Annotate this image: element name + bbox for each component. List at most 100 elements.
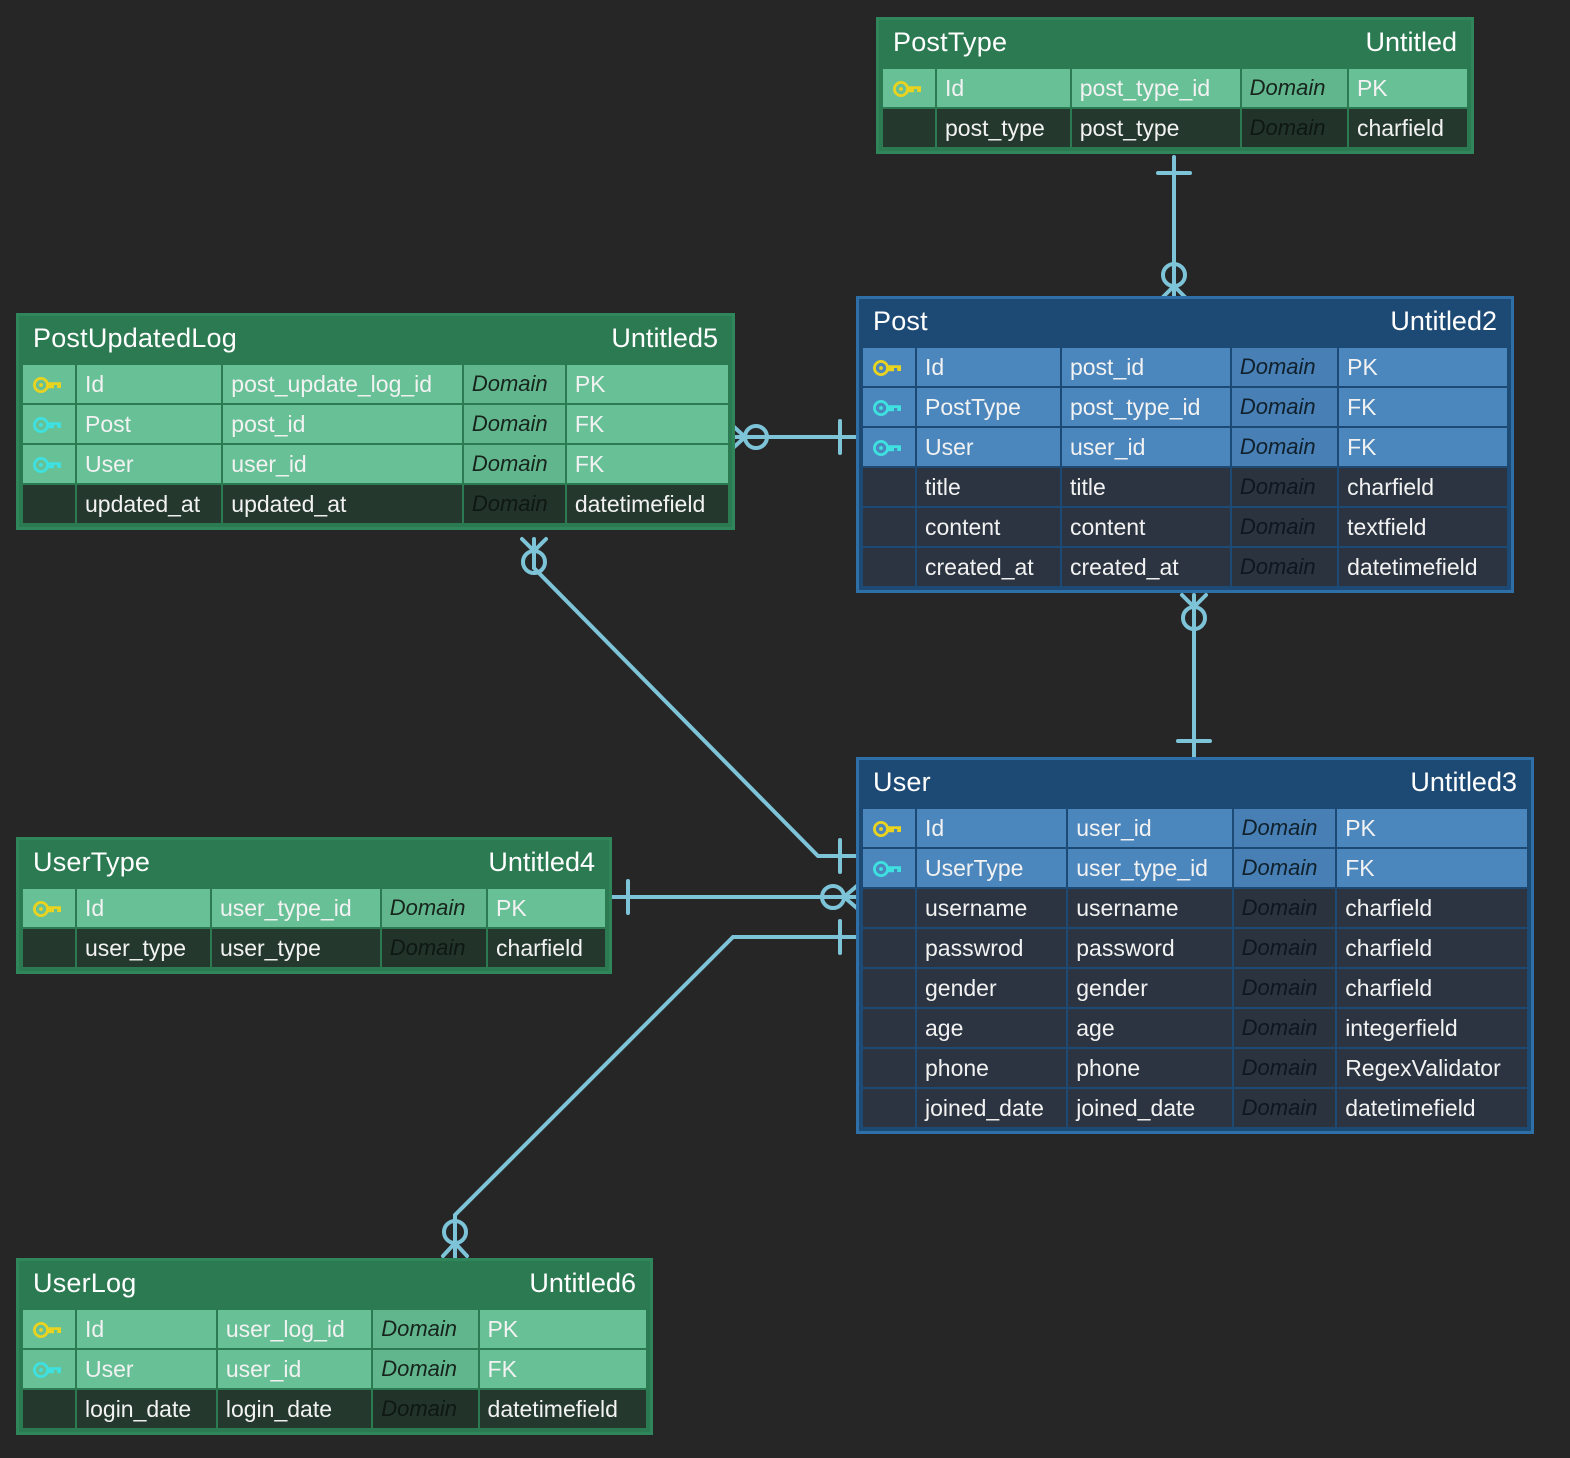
- entity-title: User: [873, 767, 931, 797]
- field-name-cell: passwrod: [917, 929, 1067, 967]
- primary-key-icon: [893, 81, 921, 98]
- physical-name-cell: created_at: [1061, 548, 1230, 586]
- fk-key-cell: [23, 405, 75, 443]
- entity-alias: Untitled: [1365, 27, 1457, 57]
- data-type-cell: charfield: [1337, 889, 1527, 927]
- entity-title: Post: [873, 306, 928, 336]
- data-type-cell: FK: [1337, 849, 1527, 887]
- domain-cell: Domain: [381, 929, 487, 967]
- domain-cell: Domain: [1231, 428, 1338, 466]
- physical-name-cell: phone: [1068, 1049, 1232, 1087]
- physical-name-cell: login_date: [217, 1390, 372, 1428]
- entity-alias: Untitled5: [611, 323, 718, 353]
- physical-name-cell: user_type: [211, 929, 380, 967]
- data-type-cell: FK: [1339, 428, 1507, 466]
- domain-cell: Domain: [1241, 109, 1347, 147]
- physical-name-cell: content: [1061, 508, 1230, 546]
- foreign-key-icon: [873, 440, 901, 457]
- domain-cell: Domain: [463, 485, 565, 523]
- entity-header-post[interactable]: Post Untitled2: [859, 299, 1511, 346]
- entity-alias: Untitled2: [1390, 306, 1497, 336]
- foreign-key-icon: [33, 1362, 61, 1379]
- domain-cell: Domain: [463, 405, 565, 443]
- domain-cell: Domain: [1233, 929, 1336, 967]
- physical-name-cell: post_id: [223, 405, 462, 443]
- domain-cell: Domain: [1233, 809, 1336, 847]
- no-key-cell: [863, 1049, 915, 1087]
- physical-name-cell: post_id: [1061, 348, 1230, 386]
- field-name-cell: Id: [917, 809, 1067, 847]
- relationship-usertype-user[interactable]: [610, 879, 860, 915]
- relationship-postupdatedlog-user[interactable]: [520, 537, 858, 874]
- primary-key-icon: [33, 377, 61, 394]
- field-name-cell: created_at: [917, 548, 1060, 586]
- field-name-cell: post_type: [937, 109, 1070, 147]
- relationship-posttype-post[interactable]: [1156, 155, 1192, 300]
- physical-name-cell: age: [1068, 1009, 1232, 1047]
- data-type-cell: RegexValidator: [1337, 1049, 1527, 1087]
- field-name-cell: phone: [917, 1049, 1067, 1087]
- field-name-cell: Post: [77, 405, 222, 443]
- physical-name-cell: username: [1068, 889, 1232, 927]
- entity-title: UserLog: [33, 1268, 137, 1298]
- relationship-post-postupdatedlog[interactable]: [731, 419, 858, 455]
- physical-name-cell: post_type_id: [1061, 388, 1230, 426]
- domain-cell: Domain: [1233, 1009, 1336, 1047]
- fk-key-cell: [863, 849, 915, 887]
- field-name-cell: UserType: [917, 849, 1067, 887]
- data-type-cell: PK: [1348, 69, 1467, 107]
- no-key-cell: [863, 929, 915, 967]
- primary-key-icon: [873, 821, 901, 838]
- domain-cell: Domain: [1233, 1089, 1336, 1127]
- domain-cell: Domain: [373, 1390, 478, 1428]
- data-type-cell: datetimefield: [566, 485, 728, 523]
- fk-key-cell: [863, 388, 915, 426]
- data-type-cell: PK: [479, 1310, 646, 1348]
- entity-alias: Untitled4: [488, 847, 595, 877]
- field-name-cell: content: [917, 508, 1060, 546]
- relationship-post-user[interactable]: [1176, 593, 1212, 759]
- fk-key-cell: [23, 1350, 75, 1388]
- data-type-cell: PK: [1339, 348, 1507, 386]
